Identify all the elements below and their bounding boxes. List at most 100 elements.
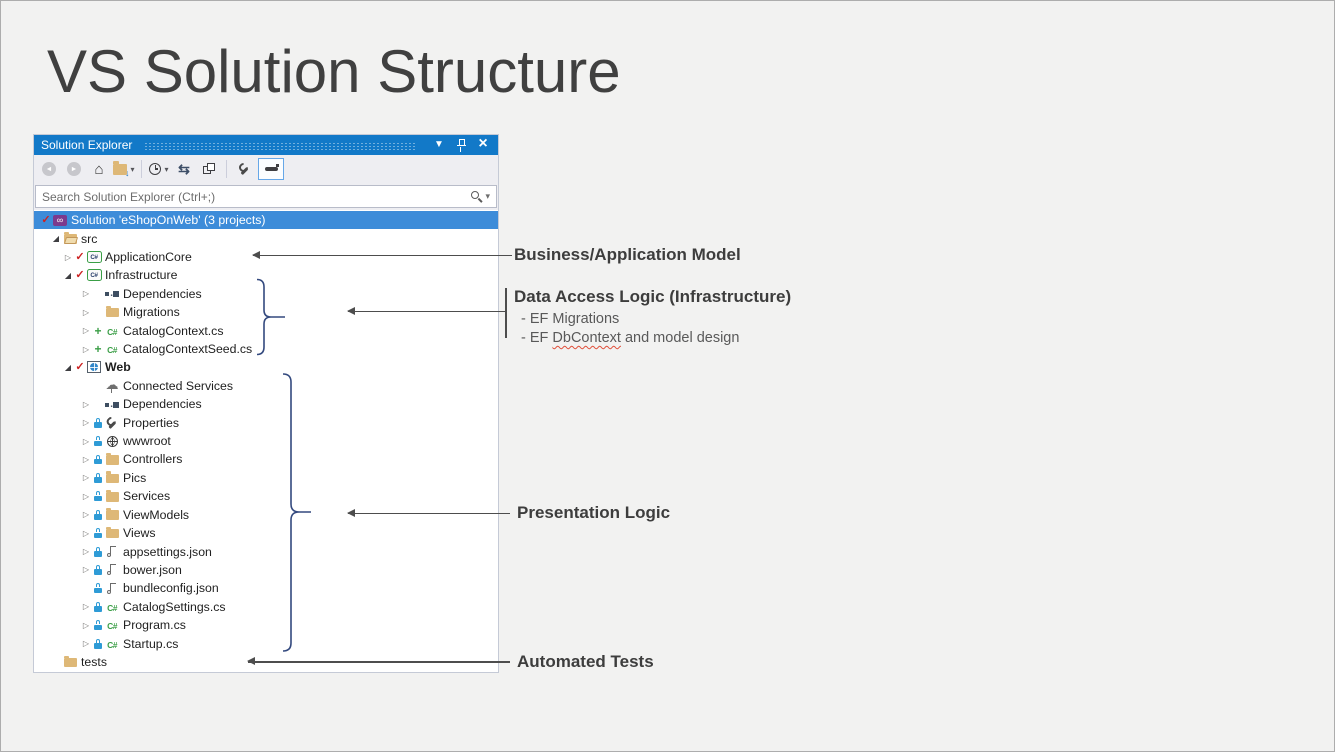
tree-item-label: bundleconfig.json (123, 581, 219, 596)
json-file-icon (106, 582, 118, 594)
tree-row[interactable]: ▷CatalogSettings.cs (34, 598, 498, 616)
switch-views-button[interactable]: ▾ (113, 158, 135, 180)
toolbar-separator (226, 160, 227, 178)
arrow-data-access (347, 307, 505, 315)
tree-row[interactable]: ▷Controllers (34, 450, 498, 468)
annotation-title: Automated Tests (517, 652, 654, 671)
solution-icon (53, 214, 67, 226)
back-button[interactable]: ◄ (38, 158, 60, 180)
expander-icon[interactable]: ▷ (82, 344, 90, 354)
expander-icon[interactable]: ▷ (82, 418, 90, 428)
globe-icon (106, 435, 118, 447)
tree-item-label: Dependencies (123, 286, 202, 301)
tree-row[interactable]: tests (34, 653, 498, 671)
tree-row[interactable]: ▷Services (34, 487, 498, 505)
tree-row[interactable]: ▷Dependencies (34, 395, 498, 413)
tree-row[interactable]: ▷ Properties (34, 413, 498, 431)
added-plus-icon: + (94, 342, 102, 357)
lock-icon (94, 454, 102, 465)
tree-row[interactable]: ▷ViewModels (34, 506, 498, 524)
properties-wrench-icon (106, 416, 119, 429)
expander-icon[interactable]: ▷ (82, 491, 90, 501)
chevron-down-icon: ▼ (434, 139, 444, 150)
tree-row[interactable]: ☁Connected Services (34, 377, 498, 395)
expander-icon[interactable]: ▷ (82, 436, 90, 446)
tree-row[interactable]: ▷ Startup.cs (34, 634, 498, 652)
expander-icon[interactable]: ▷ (82, 454, 90, 464)
search-box[interactable]: ▾ (35, 185, 497, 208)
home-button[interactable]: ⌂ (88, 158, 110, 180)
arrow-business-model (252, 251, 512, 258)
expander-icon[interactable]: ▷ (82, 565, 90, 575)
tree-row[interactable]: ▷appsettings.json (34, 542, 498, 560)
tree-item-label: ApplicationCore (105, 250, 192, 265)
tree-row[interactable]: ▷ Dependencies (34, 285, 498, 303)
expander-icon[interactable]: ▷ (82, 399, 90, 409)
clock-icon (149, 163, 162, 175)
expander-icon[interactable]: ▷ (82, 510, 90, 520)
pin-button[interactable] (453, 137, 469, 153)
expander-icon[interactable]: ▷ (82, 289, 90, 299)
tree-row[interactable]: ▷Views (34, 524, 498, 542)
lock-icon (94, 546, 102, 557)
expander-icon[interactable]: ◢ (64, 362, 72, 372)
preview-selected-items-button[interactable] (258, 158, 284, 180)
sync-with-active-document-button[interactable]: ⇆ (173, 158, 195, 180)
folder-icon (105, 305, 119, 318)
window-position-button[interactable]: ▼ (431, 137, 447, 153)
tree-row[interactable]: ▷✓ ApplicationCore (34, 248, 498, 266)
expander-icon[interactable]: ▷ (82, 547, 90, 557)
tree-row[interactable]: ▷ + CatalogContextSeed.cs (34, 340, 498, 358)
collapse-all-button[interactable] (198, 158, 220, 180)
annotation-business-model: Business/Application Model (514, 244, 741, 266)
pending-change-check-icon: ✓ (75, 268, 85, 281)
search-input[interactable] (36, 189, 471, 204)
tree-row[interactable]: ▷+CatalogContext.cs (34, 321, 498, 339)
annotation-bullets: - EF Migrations- EF DbContext and model … (514, 310, 791, 348)
csharp-project-icon (86, 251, 102, 264)
tree-row[interactable]: bundleconfig.json (34, 579, 498, 597)
pending-changes-filter-button[interactable]: ▾ (148, 158, 170, 180)
tree-item-label: src (81, 231, 98, 246)
tree-item-label: Properties (123, 415, 180, 430)
tree-row[interactable]: ◢ src (34, 229, 498, 247)
tree-row[interactable]: ▷Program.cs (34, 616, 498, 634)
pending-change-check-icon: ✓ (75, 250, 85, 263)
tree-item-label: CatalogContext.cs (123, 323, 224, 338)
expander-icon[interactable]: ▷ (82, 639, 90, 649)
tree-row[interactable]: ▷bower.json (34, 561, 498, 579)
page-title: VS Solution Structure (47, 38, 621, 105)
properties-button[interactable] (233, 158, 255, 180)
expander-icon[interactable]: ▷ (82, 307, 90, 317)
expander-icon[interactable]: ▷ (82, 602, 90, 612)
folder-icon (105, 453, 119, 465)
close-button[interactable]: × (475, 136, 491, 153)
tree-row[interactable]: ▷Pics (34, 469, 498, 487)
tree-row[interactable]: ◢✓Web (34, 358, 498, 376)
tree-row[interactable]: ✓Solution 'eShopOnWeb' (3 projects) (34, 211, 498, 230)
dropdown-caret-icon: ▾ (130, 164, 135, 174)
expander-icon[interactable]: ▷ (82, 326, 90, 336)
solution-explorer-titlebar[interactable]: Solution Explorer ▼ × (34, 135, 498, 155)
expander-icon[interactable]: ▷ (82, 620, 90, 630)
tree-item-label: CatalogContextSeed.cs (123, 342, 253, 357)
lock-icon (94, 601, 102, 612)
expander-icon[interactable]: ◢ (52, 234, 60, 244)
search-options-caret-icon[interactable]: ▾ (485, 191, 490, 201)
tree-row[interactable]: ◢✓Infrastructure (34, 266, 498, 284)
search-icon[interactable] (470, 190, 483, 203)
back-icon: ◄ (42, 162, 56, 176)
expander-icon[interactable]: ▷ (82, 528, 90, 538)
connected-services-icon: ☁ (105, 377, 119, 393)
home-icon: ⌂ (94, 160, 104, 178)
tree-row[interactable]: ▷Migrations (34, 303, 498, 321)
expander-icon[interactable]: ▷ (64, 252, 72, 262)
expander-icon[interactable]: ◢ (64, 270, 72, 280)
tree-row[interactable]: ▷wwwroot (34, 432, 498, 450)
tree-item-label: Startup.cs (123, 636, 179, 651)
forward-button[interactable]: ► (63, 158, 85, 180)
annotation-bullet: - EF Migrations (521, 311, 620, 327)
expander-icon[interactable]: ▷ (82, 473, 90, 483)
annotation-title: Presentation Logic (517, 503, 671, 522)
